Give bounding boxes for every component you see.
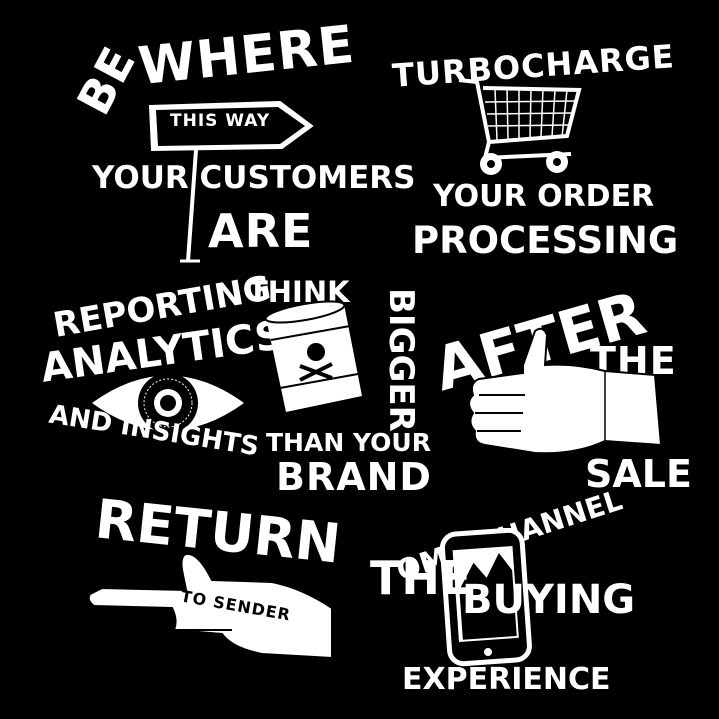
the-word-omni: THE [370,551,472,605]
sale-word: SALE [585,452,692,496]
bigger-word: BIGGER [381,288,421,432]
pointing-hand-illustration [82,548,342,718]
your-customers-text: YOUR CUSTOMERS [92,160,416,196]
thumbs-up-hand-illustration [465,325,665,465]
be-word: BE [66,37,147,124]
experience-word: EXPERIENCE [402,662,611,697]
signpost-illustration [140,96,320,266]
than-your-text: THAN YOUR [266,428,431,457]
eye-illustration [88,358,248,448]
barrel-skull-illustration [258,300,368,420]
where-word: WHERE [135,14,358,98]
buying-word: BUYING [462,577,636,623]
brand-word: BRAND [276,455,432,499]
tablet-device-illustration [436,528,536,668]
sign-text: THIS WAY [170,111,271,131]
are-word: ARE [208,204,314,258]
shopping-cart-illustration [455,72,595,182]
processing-word: PROCESSING [412,219,679,262]
your-order-text: YOUR ORDER [433,179,655,214]
